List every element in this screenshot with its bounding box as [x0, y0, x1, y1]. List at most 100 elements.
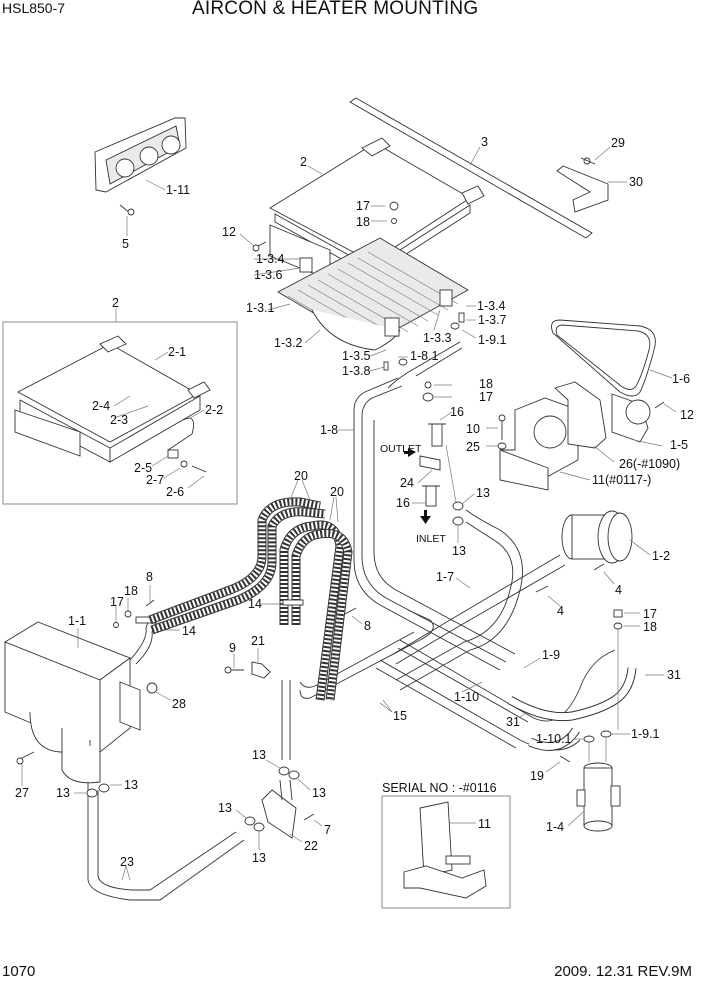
callout-2-7: 2-7	[146, 473, 164, 487]
callout-16: 16	[450, 405, 464, 419]
callout-1-3-2: 1-3.2	[274, 336, 303, 350]
callout-26: 26(-#1090)	[619, 457, 680, 471]
pipe-1-8-part	[353, 341, 516, 671]
pipe-23-part	[87, 782, 245, 901]
callout-21: 21	[251, 634, 265, 648]
callout-13: 13	[56, 786, 70, 800]
serial-detail-inset	[381, 795, 511, 909]
callout-1-3-1: 1-3.1	[246, 301, 275, 315]
callout-2-2: 2-2	[205, 403, 223, 417]
callout-31: 31	[506, 715, 520, 729]
valve-block-22-part	[261, 779, 297, 839]
callout-1-9-1: 1-9.1	[631, 727, 660, 741]
callout-13: 13	[252, 851, 266, 865]
callout-1-7: 1-7	[436, 570, 454, 584]
callout-11: 11(#0117-)	[592, 473, 651, 487]
belt-1-6-part	[551, 319, 656, 397]
callout-1-11: 1-11	[166, 183, 190, 197]
callout-23: 23	[120, 855, 134, 869]
heater-pipe-part	[129, 615, 159, 665]
callout-16: 16	[396, 496, 410, 510]
callout-1-2: 1-2	[652, 549, 670, 563]
callout-17: 17	[110, 595, 124, 609]
outlet-arrow-icon	[404, 448, 416, 457]
callout-1-3-5: 1-3.5	[342, 349, 371, 363]
page-number: 1070	[2, 963, 36, 980]
callout-15: 15	[393, 709, 407, 723]
callout-1-3-7: 1-3.7	[478, 313, 507, 327]
idler-1-5-part	[611, 393, 651, 443]
condenser-part	[277, 237, 469, 351]
callout-7: 7	[324, 823, 331, 837]
compressor-bracket-11-part	[499, 397, 579, 491]
callout-18: 18	[479, 377, 493, 391]
callout-1-9: 1-9	[542, 648, 560, 662]
callout-2-3: 2-3	[110, 413, 128, 427]
callout-1-3-6: 1-3.6	[254, 268, 283, 282]
pipe-1-9-part	[397, 639, 616, 723]
pipe-1-7-part	[389, 509, 566, 691]
callout-13: 13	[312, 786, 326, 800]
callout-17: 17	[643, 607, 657, 621]
control-panel-part	[94, 117, 187, 216]
heater-unit-1-1-part	[3, 621, 141, 784]
hose-31-part	[507, 667, 637, 751]
callout-1-3-4: 1-3.4	[256, 252, 285, 266]
callout-18: 18	[643, 620, 657, 634]
callout-14: 14	[248, 597, 262, 611]
callout-1-10-1: 1-10.1	[536, 732, 571, 746]
bracket-3-part	[349, 97, 593, 239]
callout-3: 3	[481, 135, 488, 149]
callout-2-4: 2-4	[92, 399, 110, 413]
callout-28: 28	[172, 697, 186, 711]
callout-30: 30	[629, 175, 643, 189]
callout-13: 13	[124, 778, 138, 792]
callout-17: 17	[479, 390, 493, 404]
callout-1-3-3: 1-3.3	[423, 331, 452, 345]
callout-18: 18	[356, 215, 370, 229]
inlet-label: INLET	[416, 533, 446, 545]
callout-1-10: 1-10	[454, 690, 479, 704]
callout-1-8-1: 1-8.1	[410, 349, 439, 363]
callout-12: 12	[222, 225, 236, 239]
callout-10: 10	[466, 422, 480, 436]
callout-2-5: 2-5	[134, 461, 152, 475]
callout-12: 12	[680, 408, 694, 422]
callout-31: 31	[667, 668, 681, 682]
callout-1-4: 1-4	[546, 820, 564, 834]
revision-date: 2009. 12.31 REV.9M	[554, 963, 692, 980]
callout-9: 9	[229, 641, 236, 655]
callout-27: 27	[15, 786, 29, 800]
callout-1-5: 1-5	[670, 438, 688, 452]
inlet-arrow-icon	[420, 510, 431, 524]
callout-1-3-4: 1-3.4	[477, 299, 506, 313]
callout-18: 18	[124, 584, 138, 598]
callout-17: 17	[356, 199, 370, 213]
callout-8: 8	[364, 619, 371, 633]
compressor-1-2-part	[561, 510, 633, 564]
callout-frame-inset-2: 2	[112, 296, 119, 310]
callout-25: 25	[466, 440, 480, 454]
callout-13: 13	[218, 801, 232, 815]
callout-22: 22	[304, 839, 318, 853]
callout-20: 20	[294, 469, 308, 483]
callout-2-6: 2-6	[166, 485, 184, 499]
callout-4: 4	[557, 604, 564, 618]
page-title: AIRCON & HEATER MOUNTING	[192, 0, 479, 19]
serial-inset-title: SERIAL NO : -#0116	[382, 781, 497, 795]
callout-1-3-8: 1-3.8	[342, 364, 371, 378]
callout-20: 20	[330, 485, 344, 499]
callout-13: 13	[252, 748, 266, 762]
callout-1-6: 1-6	[672, 372, 690, 386]
hose-20-part	[148, 497, 353, 760]
receiver-drier-1-4-part	[576, 762, 621, 832]
cover-26-part	[554, 381, 607, 449]
callout-5: 5	[122, 237, 129, 251]
callout-4: 4	[615, 583, 622, 597]
bracket-30-part	[556, 157, 609, 213]
callout-24: 24	[400, 476, 414, 490]
callout-8: 8	[146, 570, 153, 584]
frame-detail-inset	[2, 308, 238, 505]
callout-1-8: 1-8	[320, 423, 338, 437]
